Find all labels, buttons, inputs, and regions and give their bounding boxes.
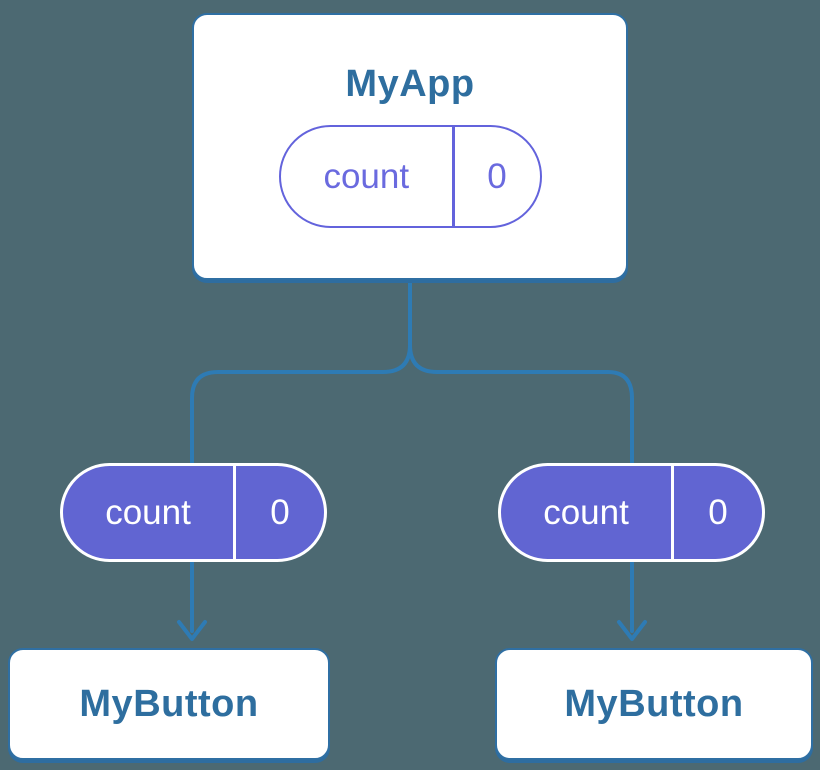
- state-value: 0: [487, 157, 507, 196]
- arrow-down-icon: [617, 620, 647, 641]
- state-value: 0: [270, 493, 290, 532]
- child-component-card-left: MyButton: [8, 648, 330, 760]
- root-component-card: MyApp count 0: [192, 13, 628, 280]
- pill-divider: [671, 466, 674, 559]
- pill-divider: [233, 466, 236, 559]
- state-value: 0: [708, 493, 728, 532]
- child-component-card-right: MyButton: [495, 648, 813, 760]
- component-name: MyButton: [564, 683, 744, 725]
- branch-line-right: [408, 343, 634, 633]
- component-name: MyApp: [345, 63, 475, 105]
- pill-divider: [452, 127, 455, 226]
- state-pill-right: count 0: [498, 463, 765, 562]
- component-name: MyButton: [79, 683, 259, 725]
- state-name: count: [323, 157, 410, 196]
- state-pill-outline: count 0: [278, 125, 542, 228]
- arrow-down-icon: [177, 620, 207, 641]
- state-name: count: [105, 493, 191, 532]
- branch-line-left: [190, 279, 412, 633]
- state-pill-left: count 0: [60, 463, 327, 562]
- state-name: count: [543, 493, 629, 532]
